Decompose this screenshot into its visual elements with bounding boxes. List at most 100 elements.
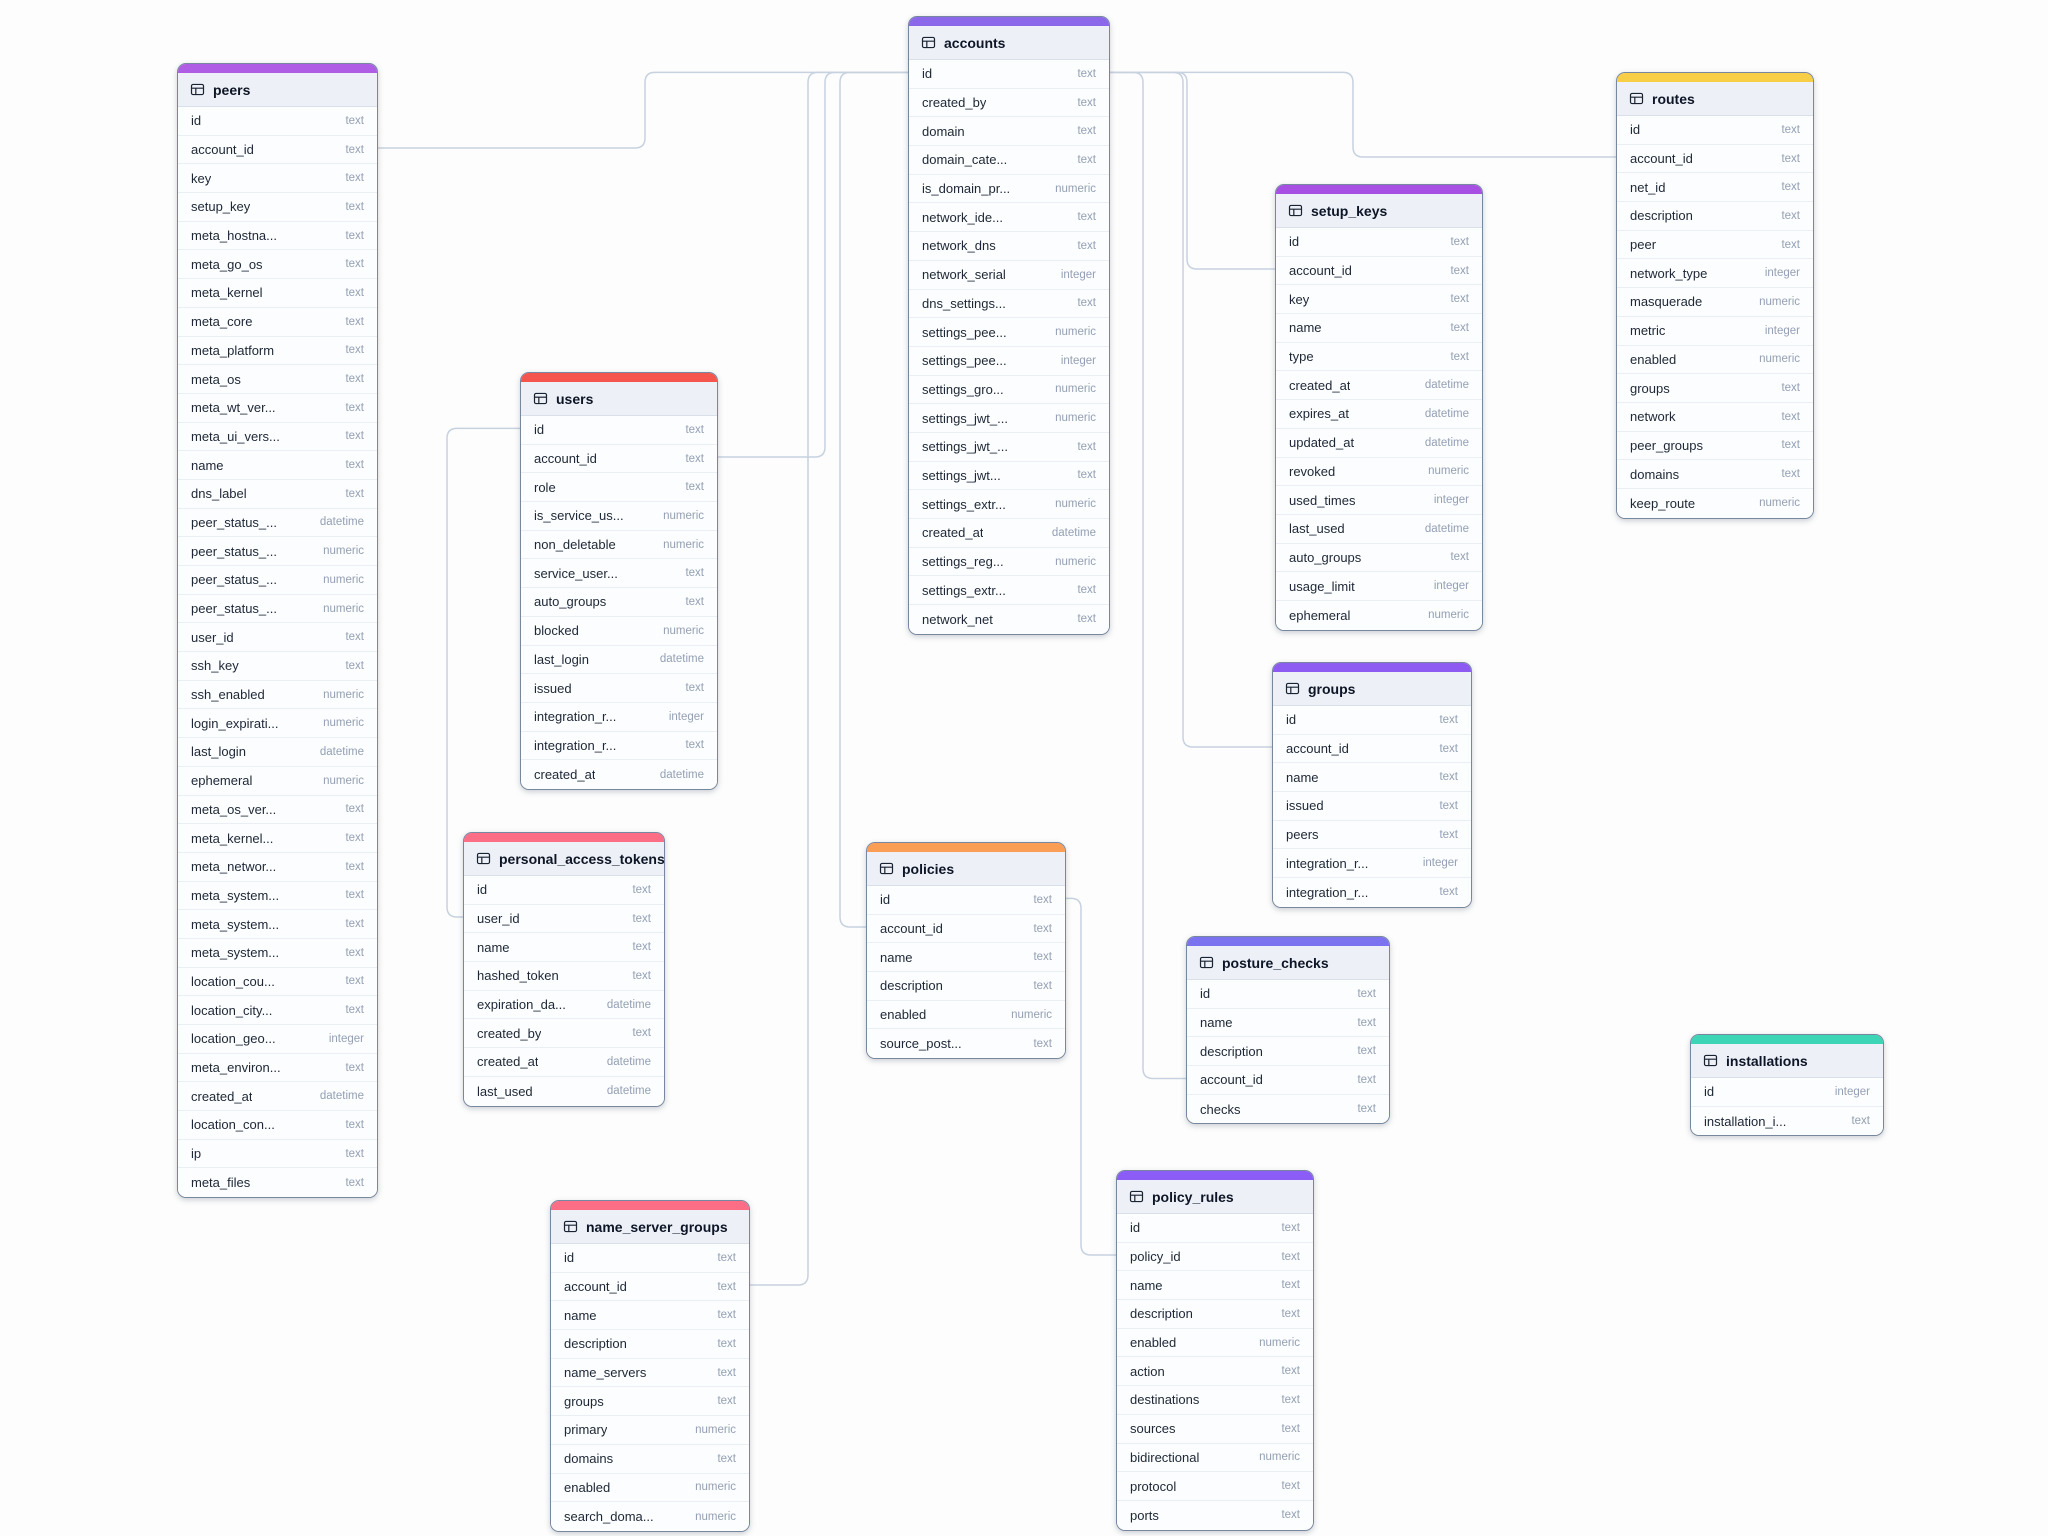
field-type: text (1439, 771, 1458, 784)
field-name: network_serial (922, 267, 1006, 283)
field-name: ports (1130, 1507, 1159, 1523)
field-type: text (1357, 1016, 1376, 1029)
field-type: integer (668, 710, 704, 723)
field-row: meta_system... text (178, 910, 377, 939)
table-header[interactable]: personal_access_tokens (464, 842, 664, 876)
field-type: text (1450, 321, 1469, 334)
field-name: dns_settings... (922, 295, 1006, 311)
field-name: is_service_us... (534, 508, 624, 524)
field-name: meta_go_os (191, 256, 263, 272)
field-name: meta_networ... (191, 859, 277, 875)
field-name: name (564, 1307, 597, 1323)
field-name: meta_system... (191, 916, 280, 932)
field-name: net_id (1630, 179, 1666, 195)
field-row: service_user...text (521, 559, 717, 589)
field-type: text (345, 401, 364, 414)
field-name: settings_jwt_... (922, 439, 1008, 455)
field-row: settings_extr...numeric (909, 490, 1109, 519)
field-type: text (1357, 1103, 1376, 1116)
field-name: destinations (1130, 1392, 1200, 1408)
relationship-line-name_server_groups.account_id-accounts.id (749, 71, 909, 1286)
field-row: location_geo...integer (178, 1025, 377, 1054)
table-color-bar (867, 843, 1065, 852)
field-type: text (1281, 1509, 1300, 1522)
table-header[interactable]: groups (1273, 672, 1471, 706)
field-type: text (1281, 1393, 1300, 1406)
field-name: location_geo... (191, 1031, 276, 1047)
field-type: text (345, 860, 364, 873)
field-row: peer_status_...numeric (178, 594, 377, 624)
field-type: text (685, 739, 704, 752)
field-row: destinations text (1117, 1386, 1313, 1415)
table-header[interactable]: setup_keys (1276, 194, 1482, 228)
field-type: text (1077, 613, 1096, 626)
table-icon (921, 35, 936, 50)
field-name: dns_label (191, 486, 247, 502)
relationship-line-accounts.id-groups.account_id (1109, 71, 1273, 748)
field-type: datetime (1424, 436, 1469, 449)
table-header[interactable]: routes (1617, 82, 1813, 116)
field-name: account_id (191, 142, 254, 158)
field-type: datetime (319, 516, 364, 529)
field-type: text (685, 452, 704, 465)
field-name: setup_key (191, 199, 251, 215)
field-name: domains (1630, 466, 1680, 482)
table-header[interactable]: accounts (909, 26, 1109, 60)
table-header[interactable]: users (521, 382, 717, 416)
field-name: meta_system... (191, 945, 280, 961)
field-type: text (345, 918, 364, 931)
field-type: datetime (319, 745, 364, 758)
field-row: is_service_us...numeric (521, 502, 717, 531)
field-type: text (1357, 1073, 1376, 1086)
field-type: text (345, 229, 364, 242)
table-header[interactable]: name_server_groups (551, 1210, 749, 1244)
table-header[interactable]: peers (178, 73, 377, 107)
relationship-line-accounts.id-setup_keys.account_id (1109, 71, 1276, 270)
table-header[interactable]: policies (867, 852, 1065, 886)
field-type: text (685, 682, 704, 695)
table-header[interactable]: policy_rules (1117, 1180, 1313, 1214)
field-name: groups (1630, 380, 1670, 396)
field-type: numeric (323, 717, 364, 730)
field-type: integer (1422, 857, 1458, 870)
field-name: account_id (1286, 741, 1349, 757)
table-header[interactable]: installations (1691, 1044, 1883, 1078)
field-row: meta_networ... text (178, 852, 377, 882)
field-type: datetime (606, 1085, 651, 1098)
field-name: meta_wt_ver... (191, 400, 276, 416)
table-header[interactable]: posture_checks (1187, 946, 1389, 980)
field-name: meta_os (191, 371, 241, 387)
field-type: text (345, 172, 364, 185)
